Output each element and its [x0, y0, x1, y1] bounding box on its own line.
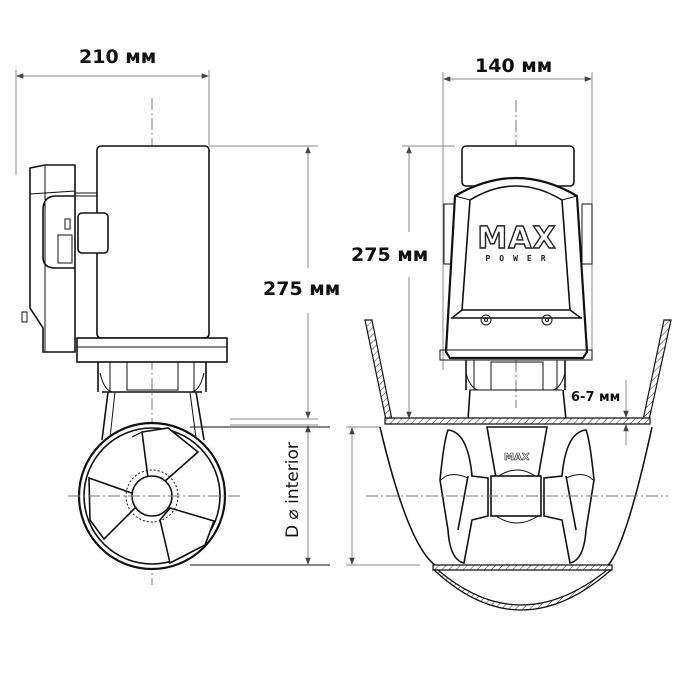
tunnel-diameter-label: D ⌀ interior	[283, 439, 303, 541]
front-view	[346, 72, 672, 611]
thruster-leg	[97, 361, 207, 441]
motor-cover	[439, 176, 593, 361]
front-width-label: 140 мм	[472, 55, 556, 77]
side-tunnel-dimension	[230, 424, 318, 566]
power-logo-text: POWER	[485, 254, 555, 263]
leg-max-logo: MAX	[504, 452, 530, 464]
motor-cylinder	[96, 145, 210, 339]
mounting-flange	[76, 337, 228, 363]
max-logo-text: MAX	[477, 221, 557, 256]
front-propellers	[439, 426, 595, 564]
side-height-dimension	[209, 145, 318, 420]
front-height-dimension	[402, 145, 455, 419]
wall-thickness-label: 6-7 мм	[571, 390, 621, 405]
control-box	[21, 164, 109, 353]
propeller	[88, 427, 216, 565]
hull-section	[364, 319, 672, 611]
side-height-label: 275 мм	[260, 278, 344, 300]
max-logo: MAX POWER	[472, 221, 562, 263]
side-width-dimension	[15, 70, 210, 175]
side-width-label: 210 мм	[76, 46, 160, 68]
front-leg	[465, 360, 567, 421]
front-tunnel-dimension	[346, 426, 420, 566]
front-height-label: 275 мм	[348, 244, 432, 266]
side-view	[15, 70, 330, 585]
